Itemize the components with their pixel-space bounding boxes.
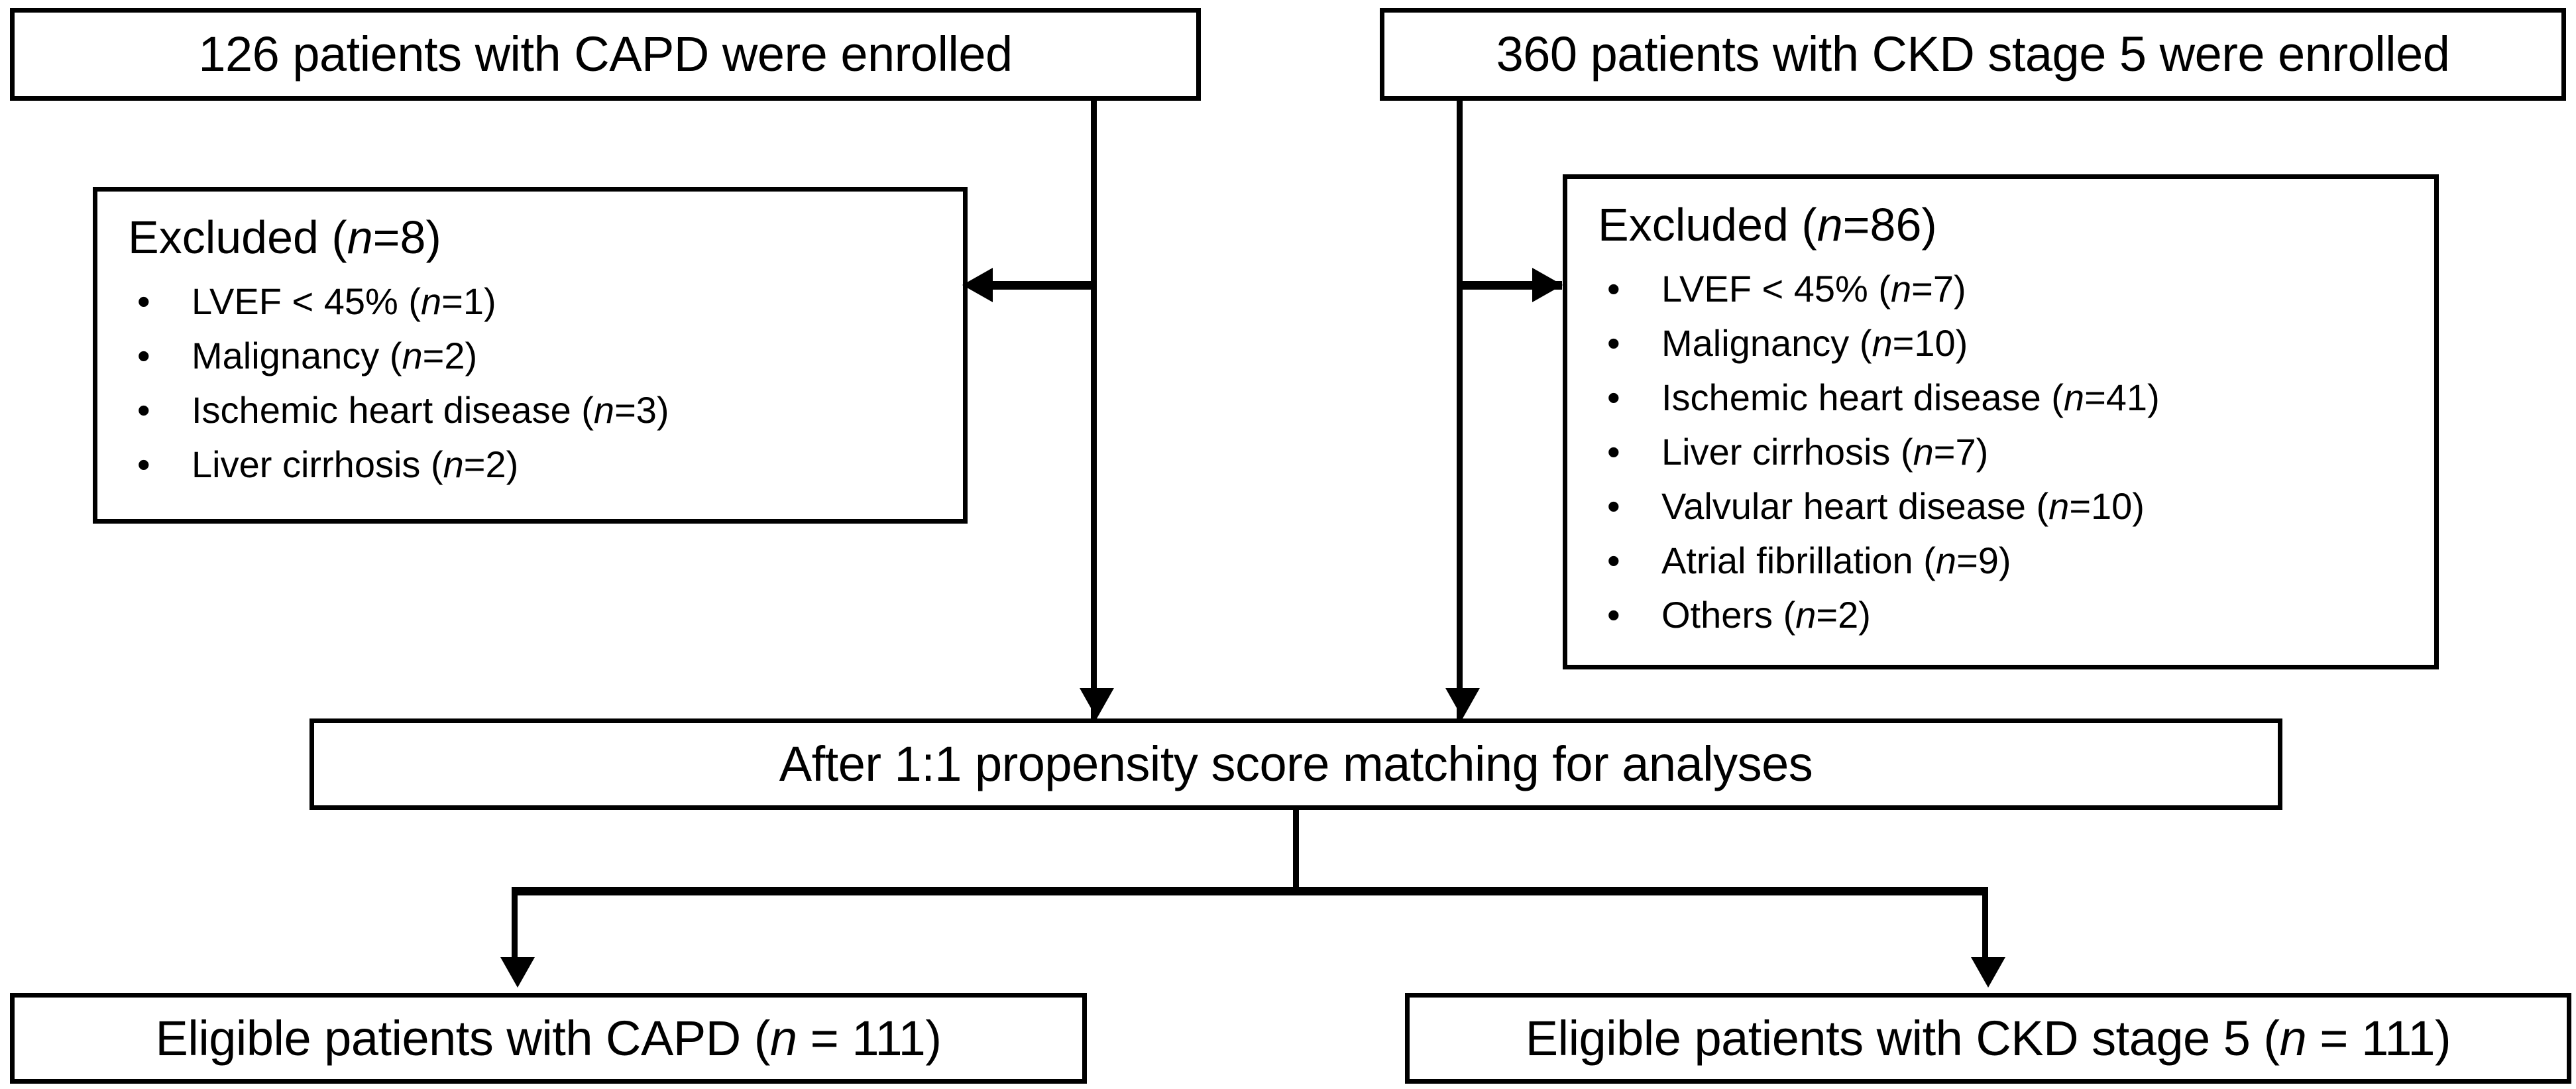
list-item: • Others (n=2) <box>1598 597 2421 634</box>
eligible-ckd-box: Eligible patients with CKD stage 5 (n = … <box>1405 993 2571 1084</box>
list-item-label: LVEF < 45% ( <box>1661 268 1891 310</box>
connector-ckd-arrowhead-right <box>1532 268 1563 302</box>
fork-right-drop <box>1982 887 1988 961</box>
list-item: • Malignancy (n=10) <box>1598 325 2421 362</box>
eligible-capd-label: Eligible patients with CAPD (n = 111) <box>155 1010 942 1066</box>
list-item-label: Malignancy ( <box>1661 322 1872 364</box>
list-item-label: Ischemic heart disease ( <box>1661 376 2064 418</box>
list-item-label: LVEF < 45% ( <box>192 280 421 322</box>
excluded-ckd-heading: Excluded (n=86) <box>1598 201 2421 248</box>
connector-capd-branch-horizontal <box>991 281 1093 290</box>
list-item: • LVEF < 45% (n=7) <box>1598 270 2421 308</box>
excluded-capd-heading-prefix: Excluded ( <box>128 211 347 263</box>
bullet-icon: • <box>137 389 150 431</box>
list-item-label: Others ( <box>1661 594 1796 636</box>
connector-capd-arrowhead-left <box>962 268 993 302</box>
list-item: • Liver cirrhosis (n=2) <box>128 446 950 483</box>
list-item-label: Atrial fibrillation ( <box>1661 540 1936 581</box>
eligible-ckd-suffix: = 111) <box>2306 1010 2451 1066</box>
list-item-label: Liver cirrhosis ( <box>1661 431 1913 473</box>
list-item-n: n <box>2063 376 2085 418</box>
excluded-ckd-heading-n: n <box>1817 199 1843 251</box>
list-item-label: Liver cirrhosis ( <box>192 443 443 485</box>
enrolled-ckd-box: 360 patients with CKD stage 5 were enrol… <box>1380 8 2566 101</box>
connector-capd-vertical <box>1091 101 1097 718</box>
fork-left-drop <box>512 887 518 961</box>
list-item: • Valvular heart disease (n=10) <box>1598 488 2421 525</box>
list-item-n: n <box>1891 268 1912 310</box>
list-item: • LVEF < 45% (n=1) <box>128 283 950 320</box>
bullet-icon: • <box>1607 485 1620 527</box>
eligible-ckd-prefix: Eligible patients with CKD stage 5 ( <box>1525 1010 2280 1066</box>
connector-ckd-vertical <box>1457 101 1463 718</box>
list-item-value: =2) <box>1816 594 1871 636</box>
connector-ckd-arrowhead-down <box>1445 688 1480 718</box>
excluded-ckd-content: Excluded (n=86) •LVEF < 45% (n=7) •Malig… <box>1598 201 2421 651</box>
list-item-value: =2) <box>463 443 519 485</box>
eligible-ckd-n: n <box>2279 1010 2307 1066</box>
enrolled-ckd-label: 360 patients with CKD stage 5 were enrol… <box>1496 27 2450 82</box>
excluded-capd-heading-suffix: =8) <box>372 211 441 263</box>
bullet-icon: • <box>1607 594 1620 636</box>
eligible-capd-n: n <box>769 1010 797 1066</box>
list-item: • Liver cirrhosis (n=7) <box>1598 433 2421 471</box>
list-item-value: =2) <box>422 335 478 376</box>
list-item-label: Valvular heart disease ( <box>1661 485 2049 527</box>
excluded-ckd-list: •LVEF < 45% (n=7) •Malignancy (n=10) •Is… <box>1598 270 2421 634</box>
fork-stem-vertical <box>1293 810 1299 891</box>
list-item-value: =7) <box>1911 268 1966 310</box>
list-item: • Ischemic heart disease (n=41) <box>1598 379 2421 416</box>
list-item: • Ischemic heart disease (n=3) <box>128 392 950 429</box>
fork-left-arrowhead <box>500 957 535 988</box>
eligible-capd-box: Eligible patients with CAPD (n = 111) <box>10 993 1087 1084</box>
list-item-value: =41) <box>2084 376 2160 418</box>
list-item-value: =1) <box>441 280 496 322</box>
bullet-icon: • <box>1607 431 1620 473</box>
list-item-value: =10) <box>2069 485 2145 527</box>
list-item-label: Ischemic heart disease ( <box>192 389 594 431</box>
bullet-icon: • <box>1607 540 1620 581</box>
enrolled-capd-label: 126 patients with CAPD were enrolled <box>198 27 1013 82</box>
bullet-icon: • <box>137 335 150 376</box>
enrolled-capd-box: 126 patients with CAPD were enrolled <box>10 8 1201 101</box>
list-item: • Atrial fibrillation (n=9) <box>1598 542 2421 579</box>
bullet-icon: • <box>1607 268 1620 310</box>
list-item-label: Malignancy ( <box>192 335 402 376</box>
excluded-capd-box: Excluded (n=8) •LVEF < 45% (n=1) •Malign… <box>93 187 968 524</box>
eligible-capd-suffix: = 111) <box>797 1010 942 1066</box>
list-item-n: n <box>593 389 615 431</box>
list-item-n: n <box>1913 431 1934 473</box>
list-item-n: n <box>1935 540 1957 581</box>
list-item-n: n <box>2048 485 2070 527</box>
list-item-n: n <box>402 335 423 376</box>
bullet-icon: • <box>1607 322 1620 364</box>
eligible-capd-prefix: Eligible patients with CAPD ( <box>155 1010 771 1066</box>
list-item: • Malignancy (n=2) <box>128 337 950 374</box>
matching-box: After 1:1 propensity score matching for … <box>309 718 2282 810</box>
list-item-value: =10) <box>1892 322 1968 364</box>
excluded-capd-heading: Excluded (n=8) <box>128 214 950 260</box>
list-item-value: =7) <box>1933 431 1989 473</box>
fork-right-arrowhead <box>1971 957 2005 988</box>
excluded-ckd-box: Excluded (n=86) •LVEF < 45% (n=7) •Malig… <box>1563 174 2439 669</box>
list-item-n: n <box>1872 322 1893 364</box>
excluded-capd-list: •LVEF < 45% (n=1) •Malignancy (n=2) •Isc… <box>128 283 950 483</box>
bullet-icon: • <box>137 280 150 322</box>
fork-horizontal <box>512 887 1988 895</box>
excluded-ckd-heading-suffix: =86) <box>1842 199 1937 251</box>
list-item-value: =9) <box>1956 540 2011 581</box>
connector-capd-arrowhead-down <box>1080 688 1114 718</box>
list-item-n: n <box>421 280 442 322</box>
list-item-value: =3) <box>614 389 669 431</box>
list-item-n: n <box>1795 594 1817 636</box>
excluded-capd-content: Excluded (n=8) •LVEF < 45% (n=1) •Malign… <box>128 214 950 500</box>
excluded-capd-heading-n: n <box>347 211 373 263</box>
list-item-n: n <box>443 443 464 485</box>
excluded-ckd-heading-prefix: Excluded ( <box>1598 199 1817 251</box>
bullet-icon: • <box>137 443 150 485</box>
matching-label: After 1:1 propensity score matching for … <box>779 736 1813 792</box>
bullet-icon: • <box>1607 376 1620 418</box>
eligible-ckd-label: Eligible patients with CKD stage 5 (n = … <box>1525 1010 2451 1066</box>
